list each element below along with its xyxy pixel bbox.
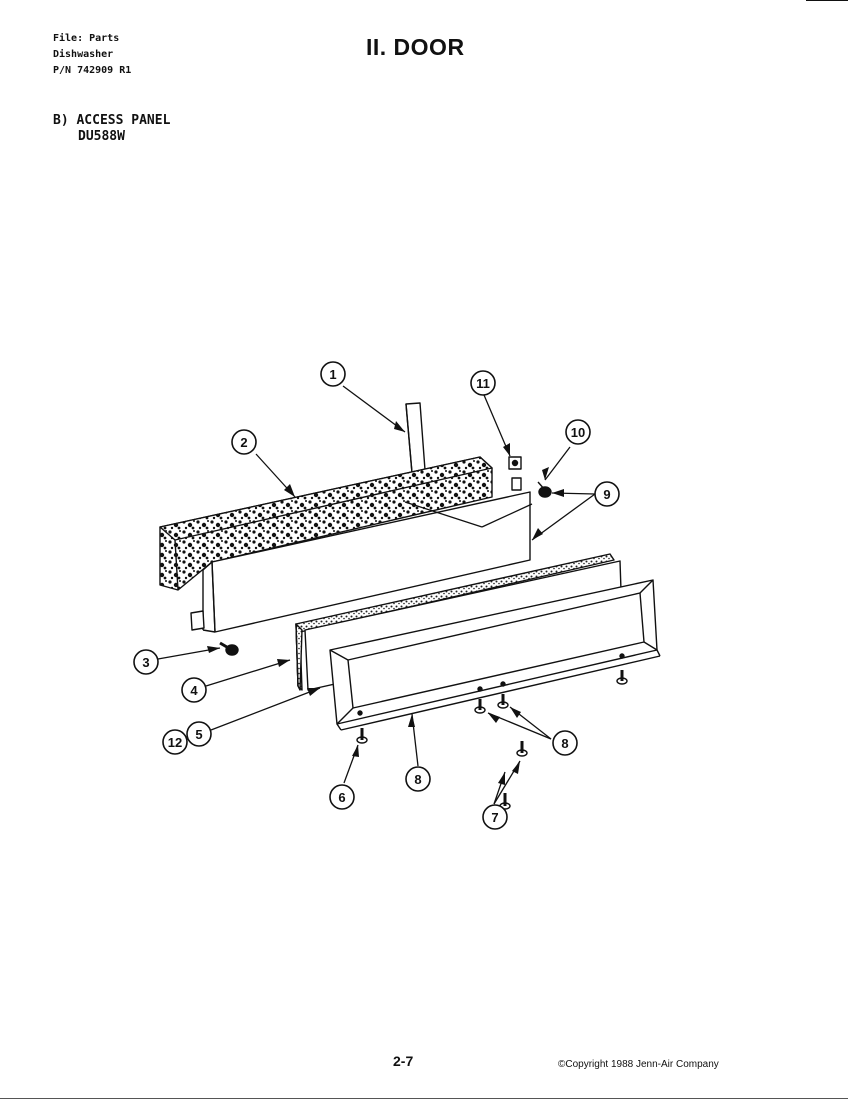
callout-3: 3	[133, 649, 159, 675]
file-line-parts: File: Parts	[53, 33, 120, 44]
svg-text:8: 8	[414, 772, 421, 787]
file-line-part-number: P/N 742909 R1	[53, 65, 132, 76]
callout-1: 1	[320, 361, 346, 387]
part-8-outer-frame	[329, 579, 661, 731]
callout-10: 10	[565, 419, 591, 445]
svg-text:11: 11	[476, 376, 490, 391]
callout-4: 4	[181, 677, 207, 703]
svg-text:6: 6	[338, 790, 345, 805]
svg-text:12: 12	[168, 735, 182, 750]
copyright-notice: ©Copyright 1988 Jenn-Air Company	[558, 1059, 719, 1070]
callout-2: 2	[231, 429, 257, 455]
svg-text:8: 8	[561, 736, 568, 751]
callout-12: 12	[162, 729, 188, 755]
svg-text:2: 2	[240, 435, 247, 450]
svg-text:4: 4	[190, 683, 198, 698]
callout-11: 11	[470, 370, 496, 396]
section-heading: B) ACCESS PANEL DU588W	[53, 113, 170, 145]
svg-text:1: 1	[329, 367, 336, 382]
callout-5: 5	[186, 721, 212, 747]
page-title: II. DOOR	[366, 34, 465, 60]
callout-6: 6	[329, 784, 355, 810]
model-number: DU588W	[78, 129, 125, 144]
section-label: B) ACCESS PANEL	[53, 113, 171, 128]
part-4-foam-gasket	[295, 553, 615, 691]
part-1-strip	[405, 402, 426, 474]
part-10-screw	[537, 481, 552, 498]
part-9-inner-panel	[190, 491, 531, 633]
part-2-insulation	[159, 456, 493, 591]
callout-7: 7	[482, 804, 508, 830]
svg-text:7: 7	[491, 810, 498, 825]
bottom-rule	[0, 1098, 848, 1099]
arrowheads	[207, 421, 564, 785]
svg-text:3: 3	[142, 655, 149, 670]
callout-8-frame: 8	[405, 766, 431, 792]
svg-text:9: 9	[603, 487, 610, 502]
part-8-screws	[474, 670, 628, 714]
part-3-screw	[219, 641, 239, 656]
page-number: 2-7	[393, 1053, 414, 1069]
part-6-screw	[356, 728, 368, 744]
callout-8-screws: 8	[552, 730, 578, 756]
file-line-dishwasher: Dishwasher	[53, 49, 114, 60]
svg-text:10: 10	[571, 425, 585, 440]
callout-9: 9	[594, 481, 620, 507]
top-rule	[806, 0, 848, 1]
part-11-clip	[508, 456, 522, 491]
file-info: File: Parts Dishwasher P/N 742909 R1	[53, 31, 131, 79]
svg-text:5: 5	[195, 727, 202, 742]
